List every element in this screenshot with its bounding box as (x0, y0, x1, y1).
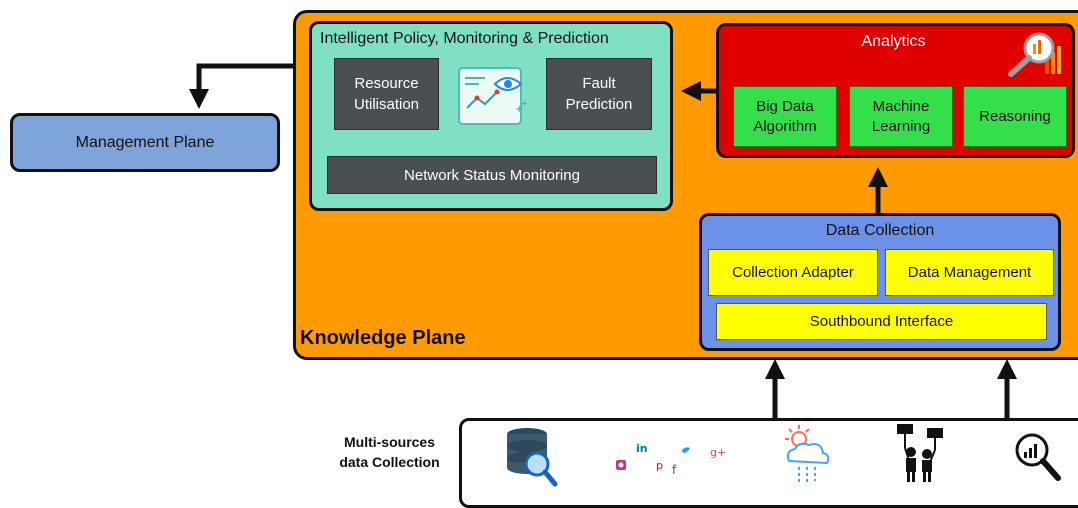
facebook-glyph: f (672, 463, 677, 477)
social-media-icon: in p f g+ (612, 438, 732, 483)
knowledge-plane-label: Knowledge Plane (300, 327, 466, 349)
monitoring-eye-icon: + + (455, 64, 533, 132)
big-data-line1: Big Data (756, 97, 814, 115)
data-management-box: Data Management (885, 249, 1054, 296)
data-collection-title: Data Collection (825, 222, 935, 239)
analytics-title: Analytics (861, 33, 926, 50)
reasoning-label: Reasoning (979, 107, 1051, 125)
search-analytics-icon (1012, 430, 1064, 484)
southbound-interface-label: Southbound Interface (809, 313, 954, 330)
big-data-algorithm-box: Big Data Algorithm (733, 86, 837, 147)
big-data-line2: Algorithm (753, 117, 817, 135)
network-status-monitoring-label: Network Status Monitoring (404, 166, 580, 184)
multi-sources-line2: data Collection (339, 454, 440, 470)
arrow-to-management-plane (189, 63, 296, 109)
resource-utilisation-line2: Utilisation (353, 96, 420, 113)
linkedin-glyph: in (636, 442, 648, 455)
pinterest-glyph: p (656, 459, 663, 472)
multi-sources-label: Multi-sources data Collection (322, 432, 457, 472)
machine-learning-box: Machine Learning (849, 86, 953, 147)
analytics-search-chart-icon (1001, 28, 1065, 80)
intelligent-policy-title: Intelligent Policy, Monitoring & Predict… (320, 30, 609, 47)
svg-text:+: + (515, 104, 523, 115)
fault-prediction-line2: Prediction (565, 96, 633, 113)
management-plane: Management Plane (10, 113, 280, 172)
machine-learning-line1: Machine (872, 97, 930, 115)
southbound-interface-box: Southbound Interface (716, 303, 1047, 340)
google-plus-glyph: g+ (710, 446, 726, 459)
protest-crowd-icon (893, 422, 947, 484)
collection-adapter-label: Collection Adapter (732, 264, 854, 281)
machine-learning-line2: Learning (871, 117, 931, 135)
resource-utilisation-box: Resource Utilisation (334, 58, 439, 130)
weather-icon (777, 423, 837, 489)
multi-sources-line1: Multi-sources (343, 434, 435, 450)
fault-prediction-box: Fault Prediction (546, 58, 652, 130)
data-management-label: Data Management (907, 264, 1032, 281)
resource-utilisation-line1: Resource (354, 75, 419, 92)
fault-prediction-line1: Fault (582, 75, 616, 92)
database-search-icon (503, 426, 559, 488)
collection-adapter-box: Collection Adapter (708, 249, 878, 296)
management-plane-label: Management Plane (75, 133, 215, 151)
reasoning-box: Reasoning (963, 86, 1067, 147)
connector-arrows (189, 63, 1017, 418)
network-status-monitoring-box: Network Status Monitoring (327, 156, 657, 194)
svg-text:+: + (521, 99, 528, 108)
